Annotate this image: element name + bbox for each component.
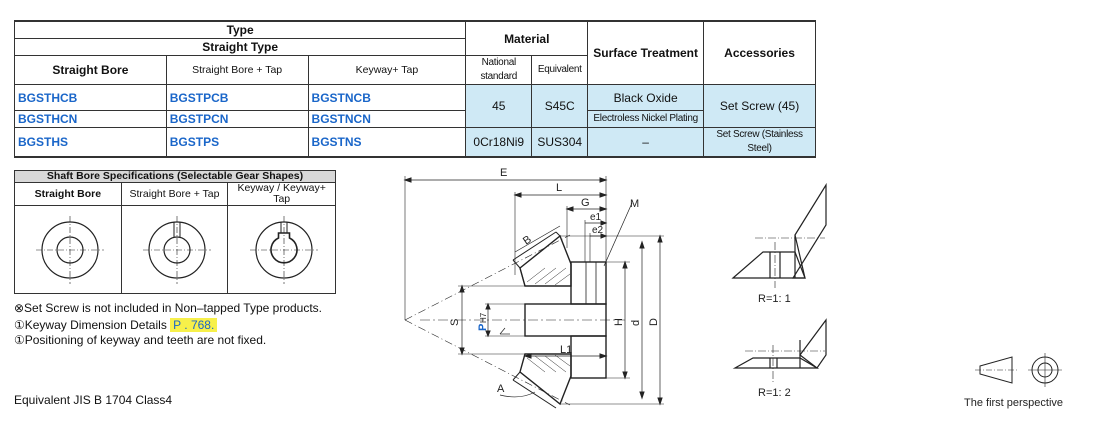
straight-bore-figure bbox=[14, 205, 122, 294]
material-equivalent: SUS304 bbox=[531, 127, 589, 158]
straight-bore-icon bbox=[35, 216, 104, 284]
material-header: Material bbox=[465, 20, 589, 56]
surface-treatment: Electroless Nickel Plating bbox=[587, 110, 705, 128]
accessories-header: Accessories bbox=[703, 20, 816, 85]
note-set-screw: ⊗Set Screw is not included in Non–tapped… bbox=[14, 301, 323, 315]
shaft-bore-table: Shaft Bore Specifications (Selectable Ge… bbox=[14, 170, 336, 294]
material-equivalent: S45C bbox=[531, 84, 589, 128]
bore-col-straight: Straight Bore bbox=[14, 182, 122, 206]
note-keyway: ①Keyway Dimension Details P . 768. bbox=[14, 318, 218, 332]
bevel-gear-drawing: E L G e1 e2 M B S P H7 L1 H d D A bbox=[403, 167, 664, 409]
accessory: Set Screw (Stainless Steel) bbox=[703, 127, 816, 158]
part-code: BGSTHCN bbox=[14, 110, 167, 128]
gear-ratio-views: R=1: 1 R=1: 2 bbox=[731, 182, 827, 399]
dim-big-d-label: D bbox=[648, 318, 660, 326]
part-code: BGSTPCN bbox=[165, 110, 309, 128]
bore-col-keyway: Keyway / Keyway+ Tap bbox=[227, 182, 336, 206]
first-angle-projection-icon: The first perspective bbox=[964, 353, 1063, 409]
bore-col-tap: Straight Bore + Tap bbox=[120, 182, 229, 206]
dim-e-label: E bbox=[500, 167, 507, 179]
dim-e2-label: e2 bbox=[592, 225, 604, 236]
surface-treatment: Black Oxide bbox=[587, 84, 705, 111]
dim-d-label: d bbox=[630, 320, 642, 326]
material-national: 0Cr18Ni9 bbox=[465, 127, 533, 158]
accessory: Set Screw (45) bbox=[703, 84, 816, 128]
bore-tap-icon bbox=[142, 216, 211, 284]
ratio-1-2-label: R=1: 2 bbox=[758, 387, 791, 399]
bore-title: Shaft Bore Specifications (Selectable Ge… bbox=[14, 170, 336, 183]
perspective-label: The first perspective bbox=[964, 397, 1063, 409]
note-positioning: ①Positioning of keyway and teeth are not… bbox=[14, 333, 267, 347]
part-code: BGSTNCB bbox=[307, 84, 467, 111]
spec-table: Type Material Surface Treatment Accessor… bbox=[13, 20, 816, 158]
note-keyway-text: ①Keyway Dimension Details bbox=[14, 318, 171, 332]
keyway-figure bbox=[227, 205, 336, 294]
col-bore-tap: Straight Bore + Tap bbox=[165, 55, 309, 85]
bore-tap-figure bbox=[120, 205, 229, 294]
dim-p-label: P bbox=[477, 324, 489, 331]
dim-e1-label: e1 bbox=[590, 212, 602, 223]
part-code: BGSTPCB bbox=[165, 84, 309, 111]
dim-h7-label: H7 bbox=[479, 312, 488, 323]
col-straight-bore: Straight Bore bbox=[14, 55, 167, 85]
dim-s-label: S bbox=[449, 319, 461, 326]
keyway-icon bbox=[249, 216, 318, 284]
col-keyway-tap: Keyway+ Tap bbox=[307, 55, 467, 85]
material-national: 45 bbox=[465, 84, 533, 128]
dim-h-label: H bbox=[613, 318, 625, 326]
dim-b-label: B bbox=[521, 233, 534, 247]
footer-jis: Equivalent JIS B 1704 Class4 bbox=[14, 393, 173, 407]
dim-l-label: L bbox=[556, 182, 562, 194]
dim-g-label: G bbox=[581, 197, 590, 209]
part-code: BGSTNS bbox=[307, 127, 467, 158]
dim-m-label: M bbox=[630, 198, 639, 210]
col-equivalent: Equivalent bbox=[531, 55, 589, 85]
page-reference-link[interactable]: P . 768. bbox=[170, 318, 218, 332]
dim-a-label: A bbox=[497, 383, 505, 395]
dim-l1-label: L1 bbox=[560, 344, 572, 356]
straight-type-header: Straight Type bbox=[13, 38, 467, 56]
part-code: BGSTHCB bbox=[14, 84, 167, 111]
col-national: National standard bbox=[465, 55, 533, 85]
type-header: Type bbox=[13, 20, 467, 39]
surface-header: Surface Treatment bbox=[587, 20, 705, 85]
part-code: BGSTHS bbox=[14, 127, 167, 158]
part-code: BGSTPS bbox=[165, 127, 309, 158]
surface-treatment: – bbox=[587, 127, 705, 158]
ratio-1-1-label: R=1: 1 bbox=[758, 293, 791, 305]
part-code: BGSTNCN bbox=[307, 110, 467, 128]
